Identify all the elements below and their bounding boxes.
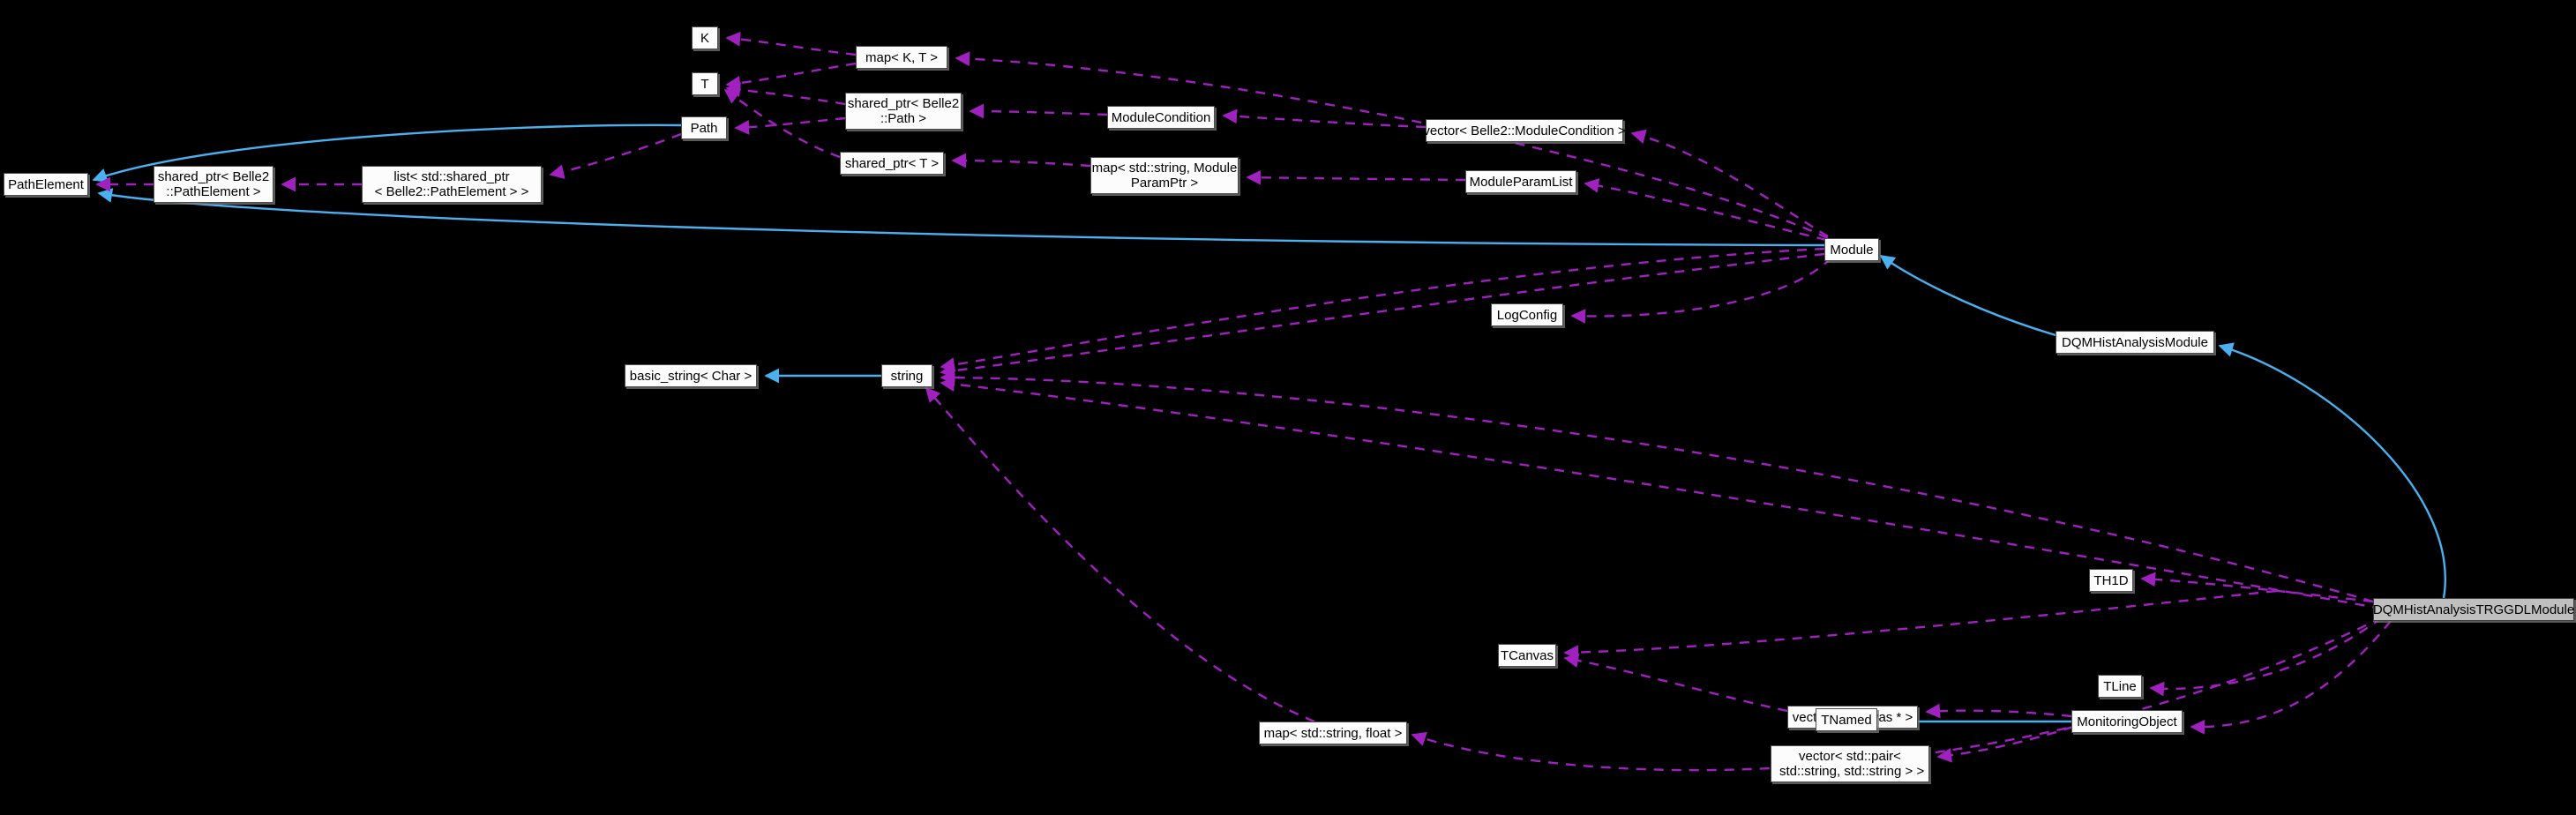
class-node-shared-ptr-pathelement[interactable]: shared_ptr< Belle2 ::PathElement > bbox=[154, 166, 273, 203]
class-node-t[interactable]: T bbox=[692, 72, 718, 95]
class-node-label: PathElement bbox=[8, 176, 84, 192]
class-node-label: map< K, T > bbox=[865, 49, 938, 65]
class-node-th1d[interactable]: TH1D bbox=[2089, 569, 2133, 592]
class-node-path[interactable]: Path bbox=[681, 116, 727, 139]
class-node-label: basic_string< Char > bbox=[629, 368, 753, 384]
class-node-label: K bbox=[700, 30, 709, 46]
class-node-map-k-t[interactable]: map< K, T > bbox=[856, 46, 947, 69]
class-node-label: TH1D bbox=[2093, 572, 2129, 588]
class-node-dqm-hist-analysis-trggdl[interactable]: DQMHistAnalysisTRGGDLModule bbox=[2373, 598, 2574, 621]
class-node-dqm-hist-analysis-module[interactable]: DQMHistAnalysisModule bbox=[2056, 331, 2214, 354]
class-node-label: Path bbox=[690, 120, 718, 136]
class-node-label: ModuleParamList bbox=[1469, 174, 1573, 190]
usage-edges bbox=[95, 31, 2392, 772]
class-node-log-config[interactable]: LogConfig bbox=[1491, 303, 1563, 326]
class-node-label: list< std::shared_ptr < Belle2::PathElem… bbox=[374, 169, 529, 199]
class-node-label: LogConfig bbox=[1496, 307, 1558, 323]
inheritance-edges bbox=[92, 123, 2446, 729]
class-node-module[interactable]: Module bbox=[1824, 238, 1879, 261]
class-node-label: TCanvas bbox=[1500, 647, 1554, 663]
class-node-label: TNamed bbox=[1821, 712, 1872, 728]
class-node-map-string-moduleparam[interactable]: map< std::string, Module ParamPtr > bbox=[1090, 157, 1239, 194]
class-node-label: vector< Belle2::ModuleCondition > bbox=[1423, 123, 1626, 138]
class-node-vector-pair-string[interactable]: vector< std::pair< std::string, std::str… bbox=[1771, 745, 1929, 782]
class-node-label: TLine bbox=[2103, 678, 2137, 694]
class-node-label: MonitoringObject bbox=[2077, 714, 2177, 729]
class-node-k[interactable]: K bbox=[692, 26, 718, 49]
class-node-string[interactable]: string bbox=[881, 364, 932, 387]
class-node-tnamed[interactable]: TNamed bbox=[1816, 708, 1877, 731]
class-node-label: map< std::string, float > bbox=[1263, 725, 1403, 741]
class-node-label: DQMHistAnalysisTRGGDLModule bbox=[2372, 602, 2575, 617]
class-node-label: vector< std::pair< std::string, std::str… bbox=[1778, 749, 1925, 779]
class-node-label: shared_ptr< T > bbox=[844, 155, 940, 171]
class-node-tline[interactable]: TLine bbox=[2098, 675, 2142, 698]
class-node-label: DQMHistAnalysisModule bbox=[2062, 334, 2208, 350]
class-node-label: T bbox=[700, 76, 709, 92]
class-node-module-param-list[interactable]: ModuleParamList bbox=[1465, 170, 1576, 193]
class-node-label: map< std::string, Module ParamPtr > bbox=[1091, 161, 1238, 191]
class-node-tcanvas[interactable]: TCanvas bbox=[1498, 644, 1556, 667]
class-node-vector-module-condition[interactable]: vector< Belle2::ModuleCondition > bbox=[1423, 119, 1626, 142]
class-node-basic-string-char[interactable]: basic_string< Char > bbox=[625, 364, 757, 387]
class-node-label: string bbox=[890, 368, 924, 384]
class-node-module-condition[interactable]: ModuleCondition bbox=[1107, 106, 1215, 129]
class-node-list-shared-ptr[interactable]: list< std::shared_ptr < Belle2::PathElem… bbox=[362, 166, 542, 203]
class-node-label: ModuleCondition bbox=[1111, 109, 1211, 125]
class-node-shared-ptr-t[interactable]: shared_ptr< T > bbox=[840, 152, 944, 175]
class-node-path-element[interactable]: PathElement bbox=[4, 173, 88, 196]
class-node-label: shared_ptr< Belle2 ::PathElement > bbox=[157, 169, 270, 199]
class-node-label: shared_ptr< Belle2 ::Path > bbox=[847, 96, 960, 126]
class-node-map-string-float[interactable]: map< std::string, float > bbox=[1259, 722, 1407, 744]
class-node-label: Module bbox=[1830, 242, 1874, 258]
class-node-monitoring-object[interactable]: MonitoringObject bbox=[2071, 710, 2183, 733]
class-node-shared-ptr-path[interactable]: shared_ptr< Belle2 ::Path > bbox=[845, 93, 962, 130]
